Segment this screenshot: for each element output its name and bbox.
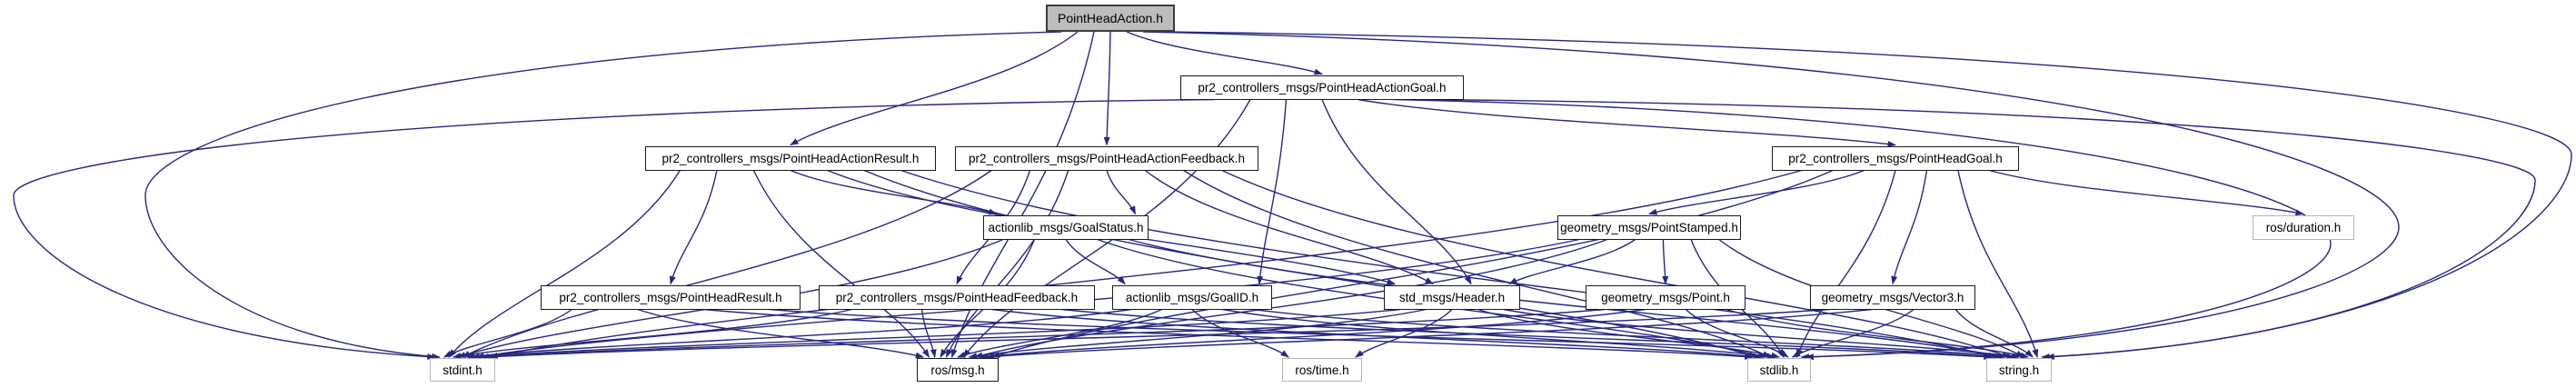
graph-node-label: pr2_controllers_msgs/PointHeadActionGoal… [1198,80,1447,95]
edge-P-SI [480,308,1606,360]
graph-node-PR[interactable]: pr2_controllers_msgs/PointHeadResult.h [541,284,801,310]
edge-AG-G [1358,98,1896,147]
edge-GS-GI [1065,239,1126,285]
graph-node-A[interactable]: PointHeadAction.h [1046,5,1175,32]
graph-node-PF[interactable]: pr2_controllers_msgs/PointHeadFeedback.h [819,284,1095,310]
edge-A-AG [1126,31,1323,75]
edge-AF-GS [1106,170,1137,215]
edge-H-M [968,308,1427,360]
graph-node-label: pr2_controllers_msgs/PointHeadGoal.h [1788,151,2003,165]
edge-AF-SR [1221,169,2011,358]
graph-node-label: ros/duration.h [2265,220,2342,234]
graph-node-P[interactable]: geometry_msgs/Point.h [1586,284,1746,310]
graph-node-T: ros/time.h [1282,358,1362,382]
edge-AF-SL [1183,169,1772,358]
edge-G-PS [1648,169,1865,215]
graph-node-label: ros/msg.h [930,363,985,377]
edge-AF-SI [462,169,992,358]
edge-AR-GS [790,169,998,215]
graph-node-label: geometry_msgs/Vector3.h [1821,290,1964,304]
edge-PF-SL [991,308,1763,360]
graph-node-G[interactable]: pr2_controllers_msgs/PointHeadGoal.h [1772,145,2019,171]
edge-AG-SI [13,98,1215,361]
graph-node-SL: stdlib.h [1747,358,1811,382]
graph-node-PS[interactable]: geometry_msgs/PointStamped.h [1557,214,1741,240]
graph-node-SR: string.h [1986,358,2052,382]
graph-node-AF[interactable]: pr2_controllers_msgs/PointHeadActionFeed… [955,145,1258,171]
edge-V-SL [1791,308,1915,358]
edge-AG-GI [1257,99,1288,285]
edge-G-D [1989,169,2304,216]
edge-G-SI [489,169,1802,359]
edge-PS-H [1508,238,1636,285]
edge-PF-SI [452,308,852,359]
graph-node-GI[interactable]: actionlib_msgs/GoalID.h [1112,284,1272,310]
graph-node-label: stdlib.h [1759,363,1799,377]
edge-AR-PR [669,170,718,285]
edge-AR-SI [448,170,681,358]
edge-V-SR [1954,309,2034,358]
edge-H-SI [471,308,1401,360]
edge-GS-SR [1128,238,2006,359]
edge-GI-SR [1252,308,2015,360]
edge-PS-P [1662,239,1669,285]
edge-H-T [1355,309,1453,358]
graph-node-label: PointHeadAction.h [1058,11,1163,25]
graph-node-GS[interactable]: actionlib_msgs/GoalStatus.h [983,214,1149,240]
edge-A-AR [790,31,1079,146]
edge-GI-SI [466,308,1132,360]
graph-node-M[interactable]: ros/msg.h [917,358,999,382]
edge-GI-M [957,308,1162,358]
graph-node-H[interactable]: std_msgs/Header.h [1384,284,1520,310]
edge-PS-M [973,238,1608,359]
edge-AF-H [1144,169,1434,285]
edge-V-SI [484,308,1830,361]
graph-node-label: ros/time.h [1295,363,1349,377]
edge-H-SL [1477,308,1780,359]
graph-node-label: geometry_msgs/Point.h [1601,290,1730,304]
edge-G-M [990,169,1834,358]
edge-G-SR [1957,170,2039,358]
graph-node-label: pr2_controllers_msgs/PointHeadActionFeed… [969,151,1245,165]
graph-node-label: pr2_controllers_msgs/PointHeadResult.h [559,290,782,304]
edge-AR-SR [900,169,1997,359]
edge-AG-H [1321,99,1472,285]
graph-node-label: actionlib_msgs/GoalStatus.h [988,220,1144,234]
edge-P-M [980,308,1646,360]
edge-G-V [1891,170,1928,285]
edge-PF-SR [1061,308,2002,360]
edge-AG-SR [1429,98,2536,361]
graph-node-label: pr2_controllers_msgs/PointHeadFeedback.h [835,290,1079,304]
graph-node-label: std_msgs/Header.h [1398,290,1506,304]
edge-A-SI [144,31,1062,360]
graph-node-SI: stdint.h [430,358,495,382]
edge-GI-T [1191,309,1289,358]
edge-P-SR [1726,308,2030,359]
graph-node-AR[interactable]: pr2_controllers_msgs/PointHeadActionResu… [645,145,936,171]
edge-G-SL [1795,170,1896,358]
edge-A-AF [1103,31,1111,146]
graph-node-label: string.h [1998,363,2040,377]
edge-PR-SI [443,308,572,358]
graph-node-D: ros/duration.h [2253,214,2354,240]
graph-node-V[interactable]: geometry_msgs/Vector3.h [1810,284,1975,310]
graph-node-AG[interactable]: pr2_controllers_msgs/PointHeadActionGoal… [1180,75,1464,100]
graph-node-label: actionlib_msgs/GoalID.h [1125,290,1259,304]
edge-A-SR [1159,31,2572,361]
graph-node-label: pr2_controllers_msgs/PointHeadActionResu… [661,151,920,165]
graph-node-label: stdint.h [443,363,482,377]
edge-A-SL [1142,31,2400,361]
edge-AR-M [752,170,930,358]
graph-node-label: geometry_msgs/PointStamped.h [1560,220,1738,234]
edge-V-M [985,308,1873,360]
